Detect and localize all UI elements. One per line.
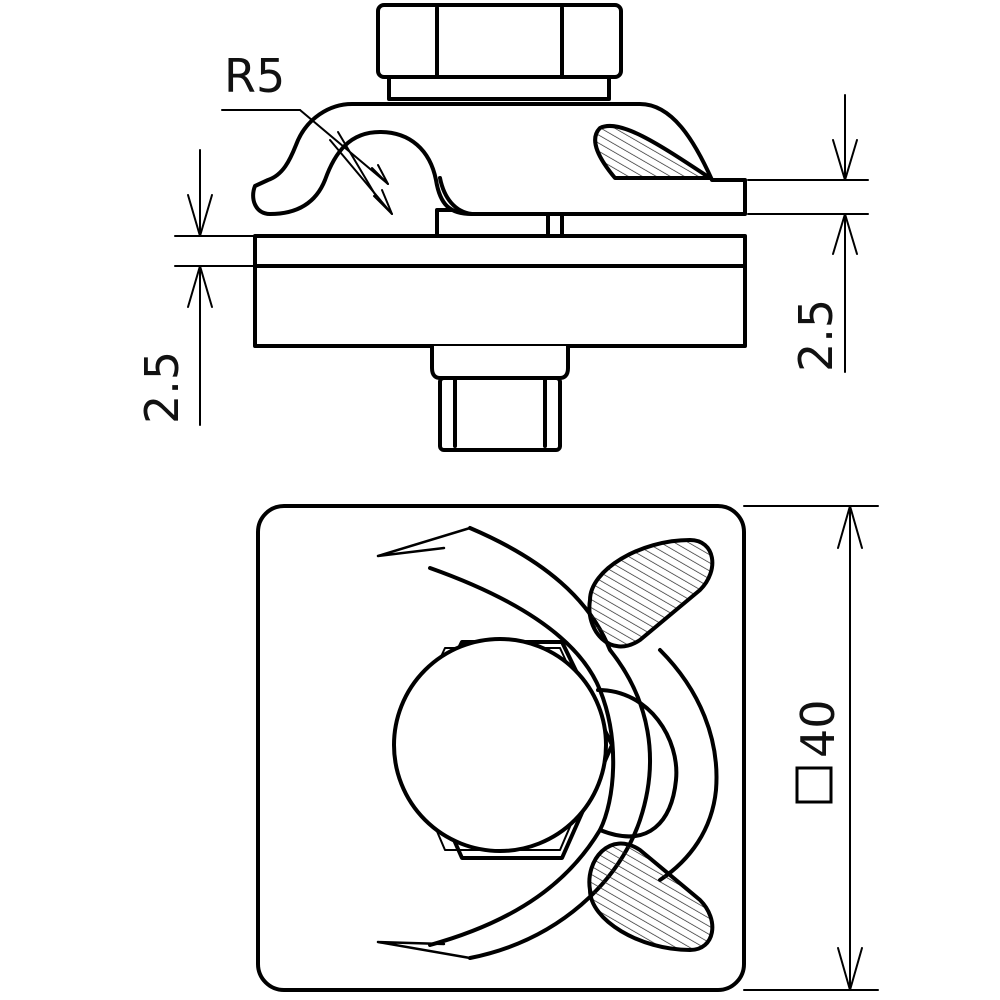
clamp-strap-inner xyxy=(428,566,616,947)
size-label-group: 40 xyxy=(791,699,845,804)
size-label: 40 xyxy=(791,699,845,758)
wing-top-upper xyxy=(587,538,715,649)
thickness-right-label: 2.5 xyxy=(789,299,843,372)
clamp-strap-top xyxy=(468,526,652,960)
wing-side xyxy=(593,123,712,180)
square-symbol-icon xyxy=(795,766,833,804)
hex-nut-side xyxy=(376,3,623,79)
dim-right-thickness xyxy=(747,94,869,373)
thickness-left-label: 2.5 xyxy=(135,351,189,424)
base-plate-side xyxy=(253,234,747,348)
dim-left-thickness xyxy=(174,149,256,426)
clamp-inner-line xyxy=(438,176,474,216)
clamp-curve-outer xyxy=(658,648,719,882)
wing-top-lower xyxy=(587,841,715,952)
radius-leader xyxy=(221,109,393,215)
clamp-curve-inner xyxy=(596,688,679,839)
top-view xyxy=(256,504,746,992)
dim-size xyxy=(743,505,879,991)
bolt-thread xyxy=(430,344,570,452)
side-view xyxy=(251,3,747,452)
bolt-head-top xyxy=(392,637,608,853)
radius-label: R5 xyxy=(224,49,285,103)
washer-side xyxy=(387,75,611,101)
